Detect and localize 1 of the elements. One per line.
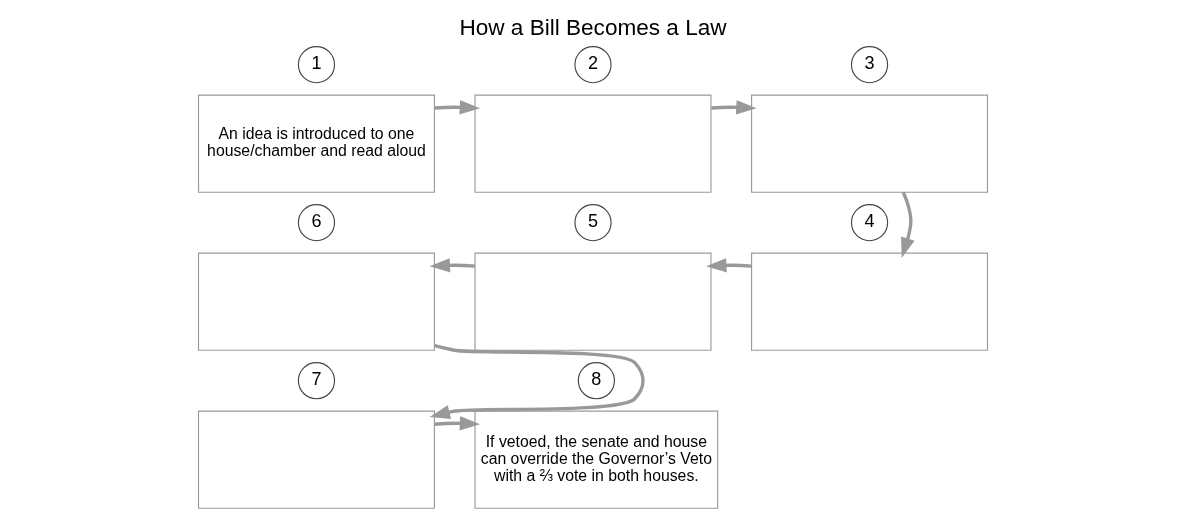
- diagram-title: How a Bill Becomes a Law: [458, 15, 727, 41]
